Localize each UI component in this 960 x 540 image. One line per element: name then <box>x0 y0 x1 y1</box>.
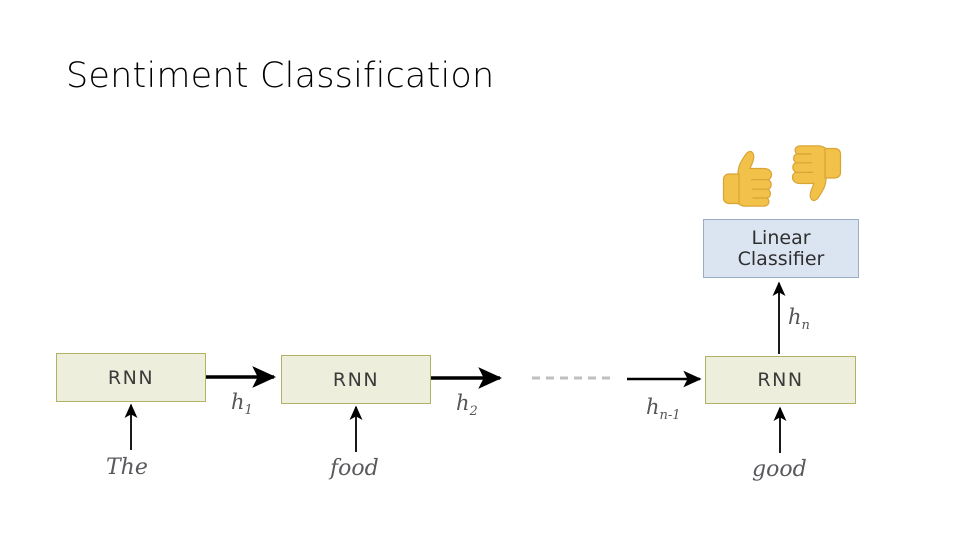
hidden-state-label-hn-1: hn-1 <box>646 395 681 423</box>
hidden-state-label-h1: h1 <box>231 390 253 418</box>
rnn-cell-2-label: RNN <box>332 368 380 391</box>
hidden-state-subscript-h1: 1 <box>244 403 253 419</box>
hidden-state-label-h2: h2 <box>456 391 478 419</box>
linear-classifier-label-line2: Classifier <box>737 247 825 270</box>
input-word-the: The <box>106 455 148 480</box>
thumbs-up-icon <box>718 146 780 208</box>
rnn-cell-3: RNN <box>705 356 856 404</box>
hidden-state-symbol-h2: h <box>456 391 470 415</box>
hidden-state-subscript-hn: n <box>801 318 810 334</box>
thumbs-down-icon <box>784 144 846 206</box>
hidden-state-subscript-h2: 2 <box>469 404 478 420</box>
hidden-state-symbol-h1: h <box>231 390 245 414</box>
input-word-good: good <box>752 457 807 482</box>
rnn-cell-1: RNN <box>56 353 206 402</box>
hidden-state-subscript-hn-1: n-1 <box>659 408 681 424</box>
hidden-state-symbol-hn-1: h <box>646 395 660 419</box>
rnn-cell-3-label: RNN <box>757 369 804 391</box>
hidden-state-symbol-hn: h <box>788 305 802 329</box>
hidden-state-label-hn: hn <box>788 305 810 333</box>
rnn-cell-1-label: RNN <box>107 366 155 389</box>
page-title: Sentiment Classification <box>66 56 495 96</box>
linear-classifier-box: Linear Classifier <box>703 219 859 278</box>
linear-classifier-label-line1: Linear <box>751 226 811 249</box>
rnn-cell-2: RNN <box>281 355 431 404</box>
input-word-food: food <box>330 456 379 481</box>
